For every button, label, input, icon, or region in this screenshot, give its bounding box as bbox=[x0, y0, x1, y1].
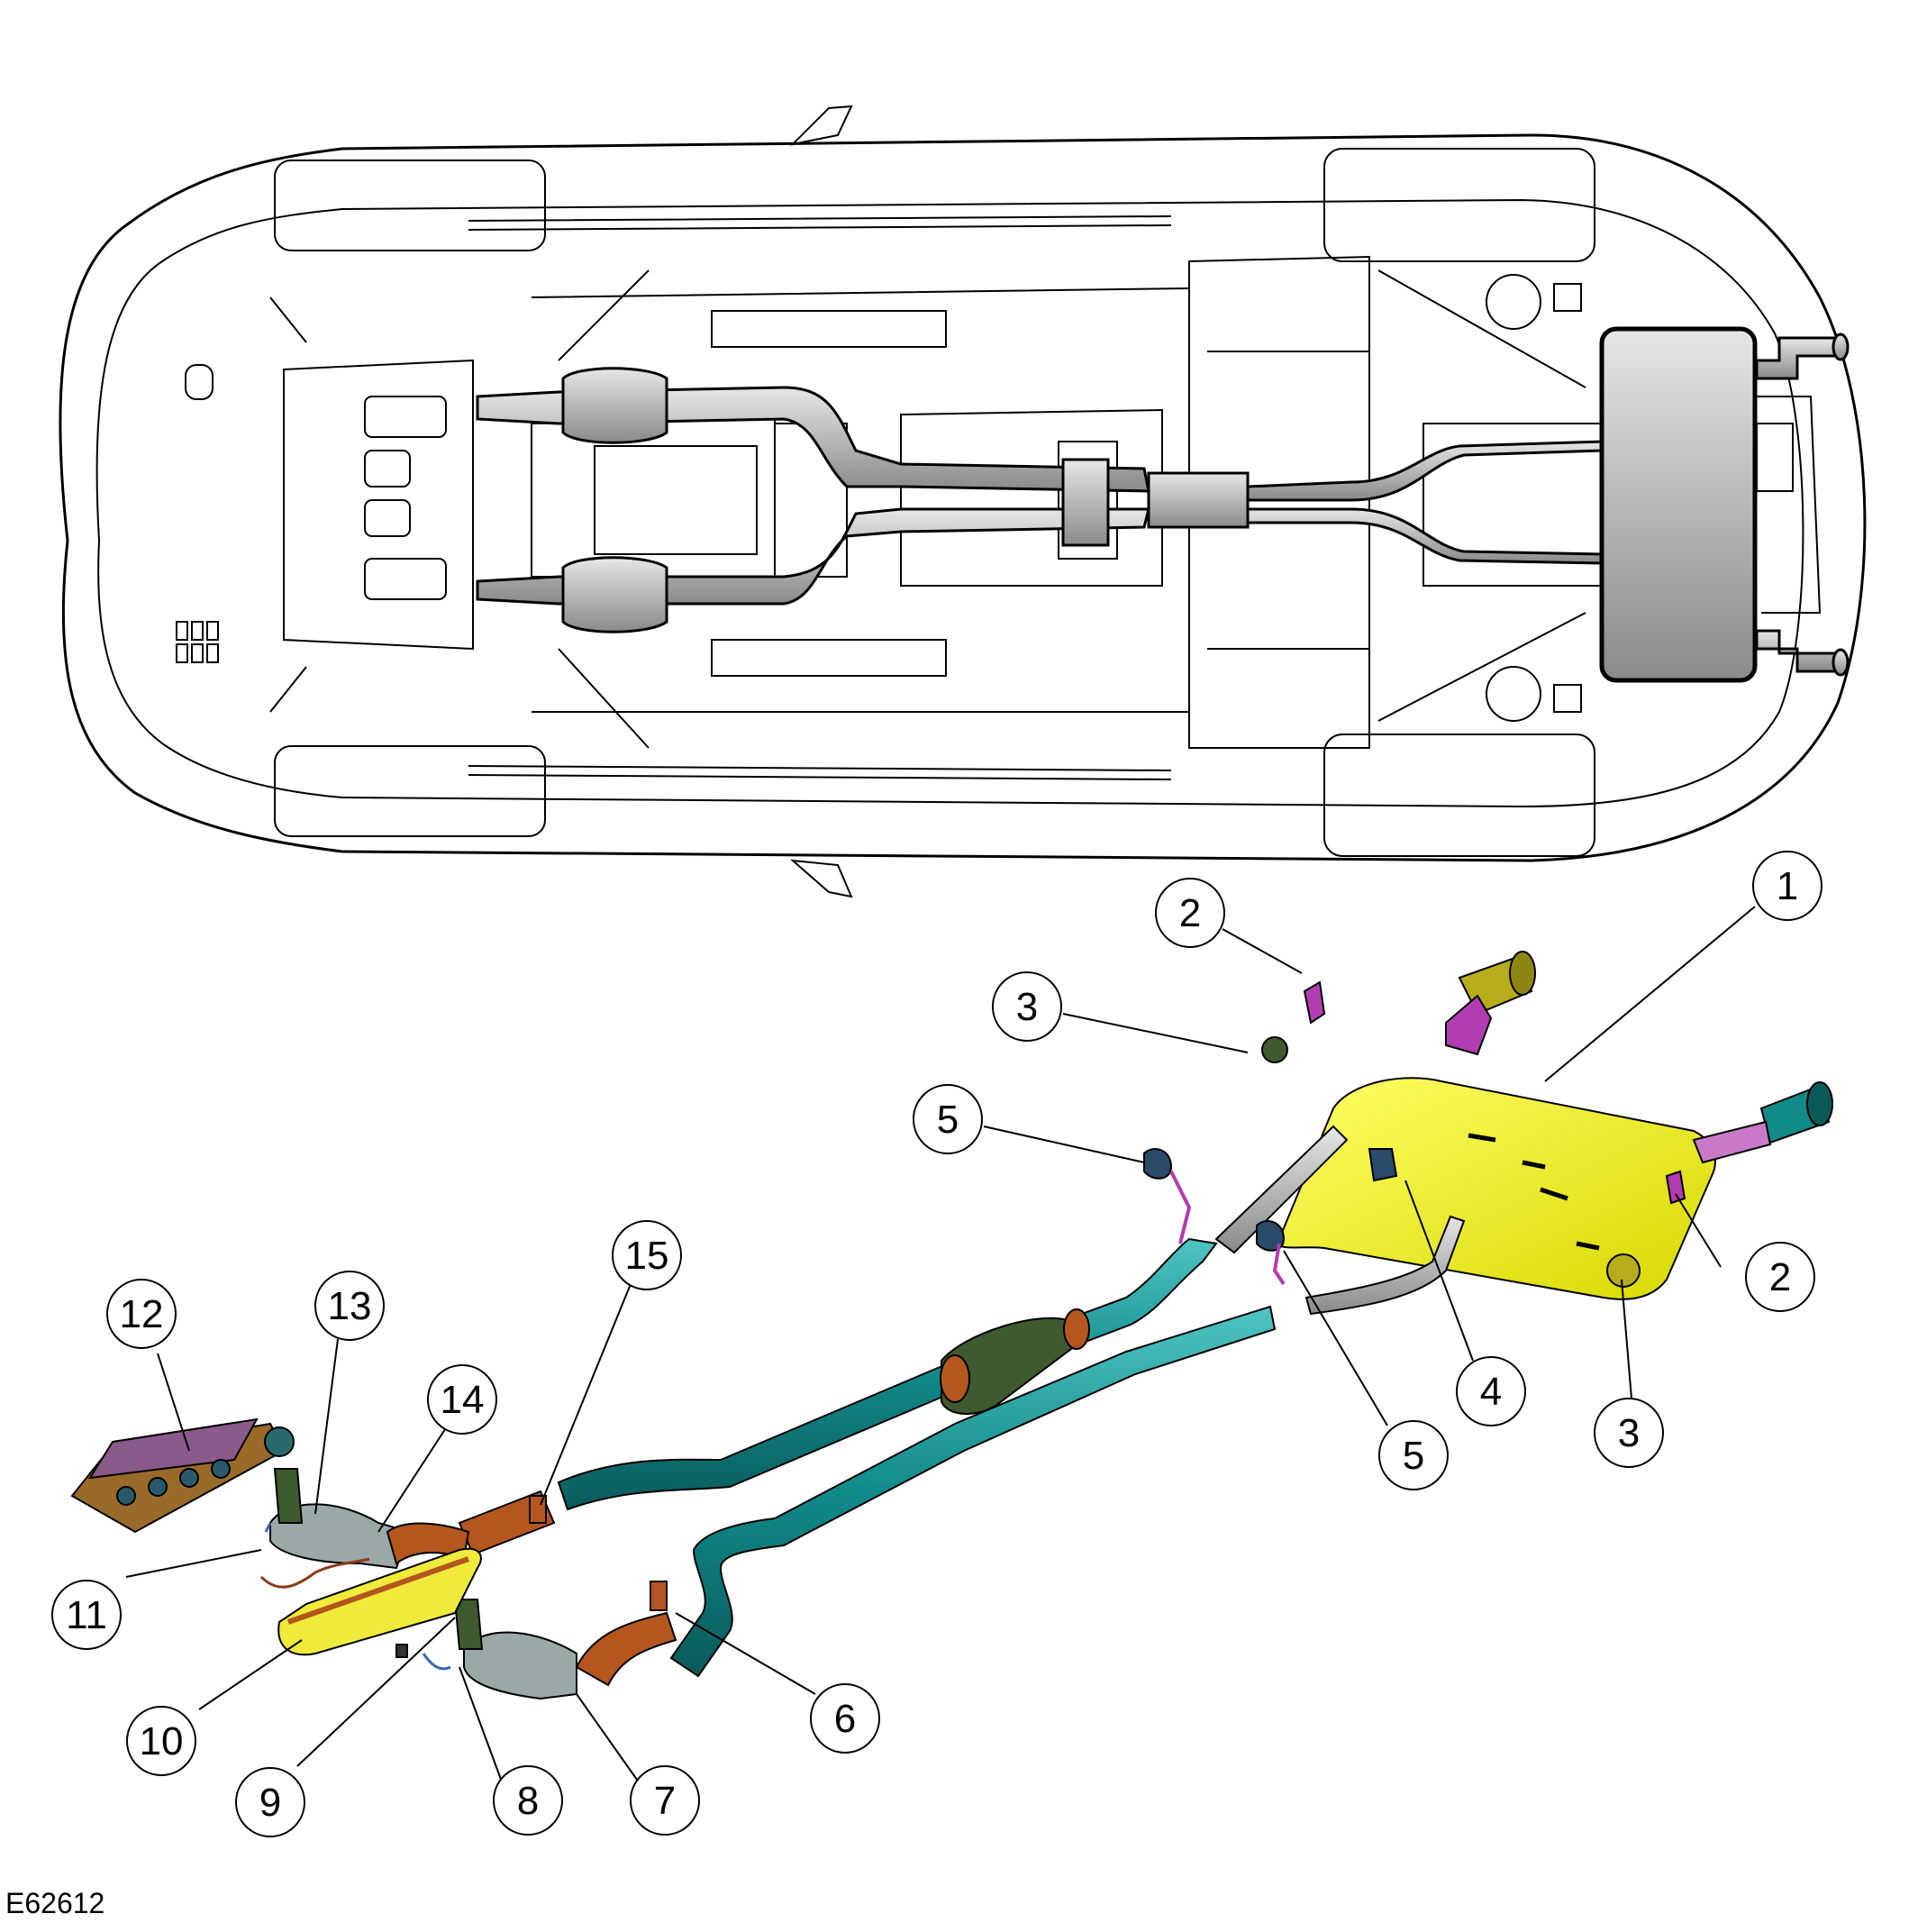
front-pipe-lower bbox=[669, 1305, 1277, 1678]
callout-2-lower: 2 bbox=[1745, 1242, 1815, 1312]
callout-3-upper-label: 3 bbox=[1016, 985, 1038, 1029]
rear-muffler bbox=[1277, 1077, 1716, 1300]
callout-2-upper-label: 2 bbox=[1179, 891, 1201, 935]
callout-5-lower-label: 5 bbox=[1403, 1434, 1424, 1478]
callouts: 1 2 2 3 3 4 5 5 bbox=[51, 851, 1822, 1837]
vehicle-underbody-view bbox=[59, 105, 1867, 898]
callout-5-lower: 5 bbox=[1378, 1420, 1449, 1490]
callout-14-label: 14 bbox=[441, 1378, 485, 1422]
callout-10: 10 bbox=[126, 1706, 196, 1776]
figure-reference-code: E62612 bbox=[5, 1887, 105, 1919]
callout-9: 9 bbox=[235, 1767, 305, 1837]
callout-2-upper: 2 bbox=[1155, 878, 1225, 948]
heat-shield bbox=[277, 1547, 482, 1656]
callout-15: 15 bbox=[612, 1220, 682, 1290]
callout-1: 1 bbox=[1752, 851, 1822, 921]
callout-6-label: 6 bbox=[834, 1697, 856, 1741]
callout-1-label: 1 bbox=[1777, 864, 1798, 908]
callout-7-label: 7 bbox=[654, 1779, 676, 1823]
front-pipe-upper bbox=[557, 1237, 1218, 1511]
callout-15-label: 15 bbox=[625, 1234, 669, 1278]
callout-9-label: 9 bbox=[259, 1781, 281, 1825]
callout-11-label: 11 bbox=[66, 1593, 107, 1637]
callout-10-label: 10 bbox=[140, 1719, 184, 1763]
catalyst-lower bbox=[463, 1631, 577, 1700]
callout-8: 8 bbox=[493, 1765, 563, 1836]
callout-12: 12 bbox=[106, 1279, 177, 1349]
callout-8-label: 8 bbox=[517, 1779, 539, 1823]
callout-4-label: 4 bbox=[1480, 1370, 1502, 1414]
callout-13: 13 bbox=[314, 1271, 385, 1341]
callout-2-lower-label: 2 bbox=[1769, 1255, 1791, 1299]
isolator-front bbox=[1261, 1036, 1288, 1063]
callout-4: 4 bbox=[1456, 1356, 1526, 1426]
callout-3-lower: 3 bbox=[1594, 1398, 1664, 1468]
callout-3-upper: 3 bbox=[992, 971, 1062, 1042]
callout-leader-lines bbox=[125, 906, 1756, 1787]
callout-11: 11 bbox=[51, 1580, 122, 1650]
callout-12-label: 12 bbox=[120, 1292, 164, 1336]
callout-14: 14 bbox=[427, 1364, 497, 1435]
callout-5-upper-label: 5 bbox=[937, 1098, 959, 1142]
callout-6: 6 bbox=[810, 1683, 880, 1754]
callout-3-lower-label: 3 bbox=[1618, 1411, 1640, 1455]
callout-7: 7 bbox=[630, 1765, 700, 1836]
underbody-exhaust-outline bbox=[476, 326, 1850, 683]
callout-5-upper: 5 bbox=[913, 1084, 983, 1154]
isolator-rear bbox=[1606, 1253, 1641, 1288]
callout-13-label: 13 bbox=[328, 1284, 372, 1328]
flex-pipe-lower bbox=[575, 1611, 677, 1687]
exploded-exhaust-system bbox=[70, 951, 1833, 1700]
